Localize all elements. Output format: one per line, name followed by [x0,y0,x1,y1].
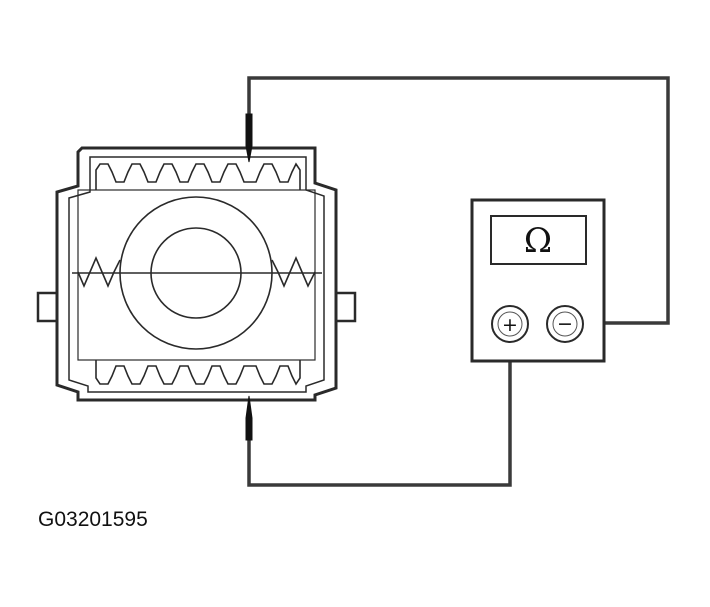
positive-terminal-inner [497,311,523,337]
top-terminal-row [95,162,301,190]
inner-ring [150,227,242,319]
ohmmeter: Ω + − [470,198,606,363]
bottom-terminal-row [95,360,301,386]
top-probe-tip [245,113,253,163]
meter-display-symbol: Ω [524,221,552,261]
positive-lead-wire [247,341,512,487]
positive-terminal [491,305,529,343]
inner-cavity-frame [77,189,316,361]
negative-terminal-inner [552,311,578,337]
meter-display [490,215,587,265]
right-latch-tab [334,291,357,323]
negative-lead-wire [247,76,670,325]
negative-terminal [546,305,584,343]
connector-outer-shell [55,146,338,402]
outer-ring [119,196,273,350]
left-middle-terminals [77,255,121,289]
test-leads [247,76,670,487]
connector-inner-outline [68,156,325,393]
probe-tips [245,113,253,441]
left-latch-tab [36,291,59,323]
right-middle-terminals [271,255,316,289]
positive-terminal-label: + [502,314,518,336]
bottom-probe-tip [245,395,253,441]
connector [36,146,357,402]
negative-terminal-label: − [557,313,573,335]
figure-id-label: G03201595 [38,508,148,531]
